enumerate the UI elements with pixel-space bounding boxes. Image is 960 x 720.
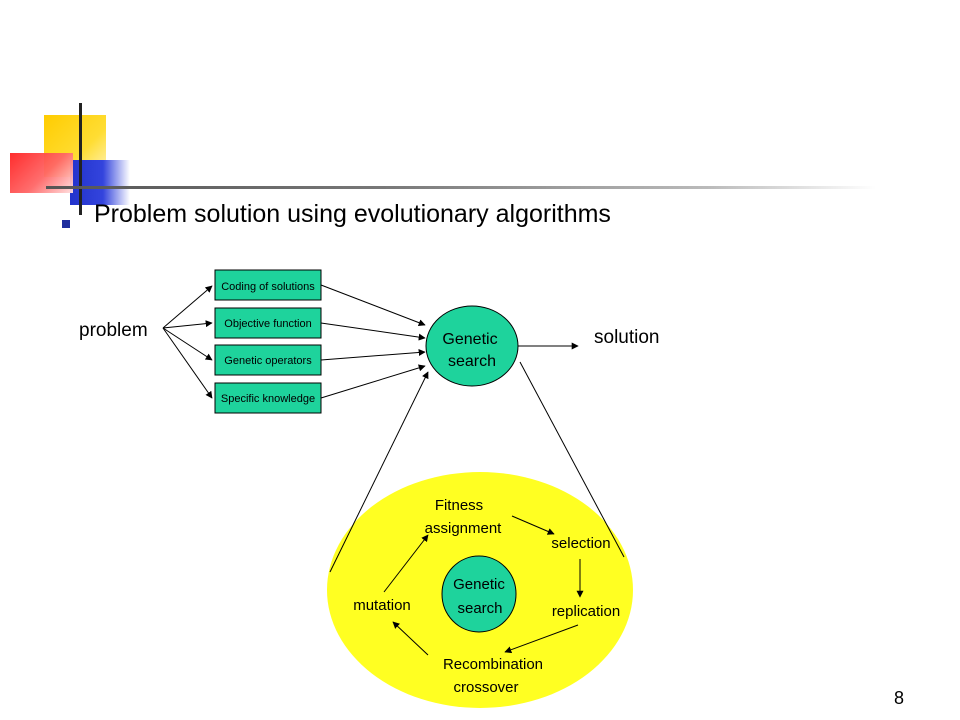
slide-title: Problem solution using evolutionary algo… bbox=[94, 200, 611, 228]
arrow-mutation-to-fitness bbox=[383, 534, 429, 593]
step-fitness-line1: Fitness bbox=[435, 497, 483, 514]
cycle-search-line1: Genetic bbox=[453, 576, 505, 593]
box-label-coding: Coding of solutions bbox=[221, 281, 315, 293]
box-label-objective: Objective function bbox=[224, 318, 311, 330]
genetic-search-line2: search bbox=[448, 353, 496, 370]
arrow-problem-to-objective bbox=[162, 320, 213, 329]
arrow-replication-to-recombination bbox=[504, 624, 579, 654]
solution-label: solution bbox=[594, 327, 660, 348]
arrow-problem-to-knowledge bbox=[162, 327, 213, 399]
arrow-problem-to-coding bbox=[162, 285, 213, 329]
step-fitness-line2: assignment bbox=[425, 520, 503, 537]
page-number: 8 bbox=[893, 688, 904, 708]
box-genetic-operators: Genetic operators bbox=[214, 344, 322, 376]
arrow-recombination-to-mutation bbox=[392, 621, 429, 656]
genetic-search-line1: Genetic bbox=[442, 331, 497, 348]
arrow-fitness-to-selection bbox=[511, 515, 555, 535]
genetic-search-node: Genetic search bbox=[425, 305, 519, 387]
step-recombination-line1: Recombination bbox=[443, 656, 543, 673]
box-objective-function: Objective function bbox=[214, 307, 322, 339]
title-divider-line bbox=[46, 186, 876, 189]
bullet-square-icon bbox=[62, 220, 70, 228]
step-mutation: mutation bbox=[353, 597, 411, 614]
arrow-coding-to-search bbox=[320, 284, 426, 327]
arrow-knowledge-to-search bbox=[320, 364, 426, 399]
cycle-search-line2: search bbox=[457, 600, 502, 617]
problem-label: problem bbox=[79, 320, 148, 341]
step-replication: replication bbox=[552, 603, 620, 620]
box-label-operators: Genetic operators bbox=[224, 355, 312, 367]
decor-vertical-line bbox=[79, 103, 82, 215]
connector-line-right bbox=[519, 361, 625, 558]
box-coding-of-solutions: Coding of solutions bbox=[214, 269, 322, 301]
connector-line-left bbox=[329, 371, 429, 573]
box-specific-knowledge: Specific knowledge bbox=[214, 382, 322, 414]
cycle-genetic-search-node: Genetic search bbox=[441, 555, 517, 633]
step-selection: selection bbox=[551, 535, 610, 552]
arrow-problem-to-operators bbox=[162, 327, 213, 361]
step-recombination-line2: crossover bbox=[453, 679, 518, 696]
arrow-objective-to-search bbox=[320, 322, 426, 341]
arrow-operators-to-search bbox=[320, 348, 426, 361]
box-label-knowledge: Specific knowledge bbox=[221, 393, 315, 405]
